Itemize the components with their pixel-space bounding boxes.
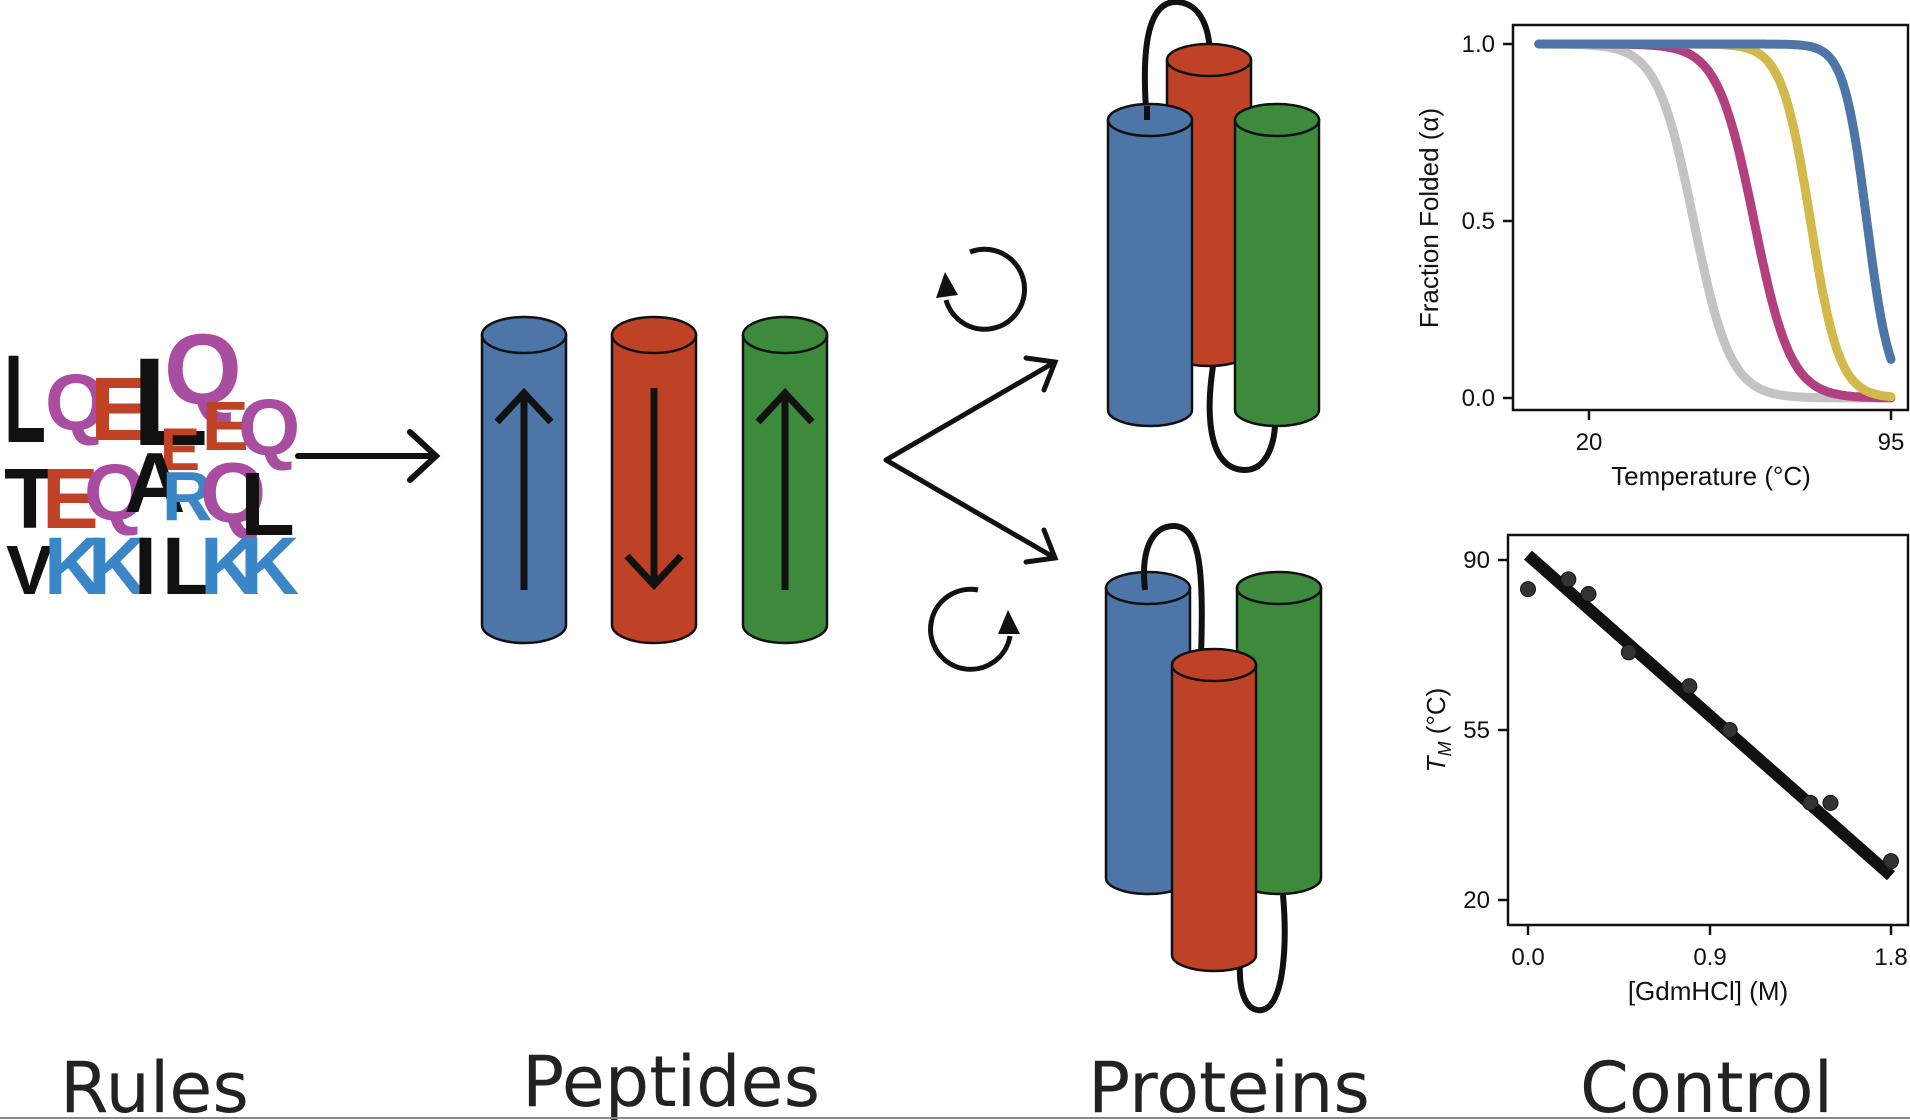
y-axis-title: Fraction Folded (α) <box>1414 108 1444 328</box>
data-point <box>1883 853 1899 870</box>
logo-letter: E <box>90 360 150 460</box>
branch-arrows <box>883 355 1059 565</box>
peptide-helix-green <box>741 315 829 645</box>
peptide-helix-red <box>610 315 698 645</box>
logo-letter: A <box>124 436 185 531</box>
series-curves <box>1534 39 1896 403</box>
logo-letter: Q <box>45 358 107 447</box>
logo-letter: K <box>240 521 299 612</box>
section-label-control: Control <box>1580 1047 1833 1120</box>
logo-letter: T <box>4 452 56 547</box>
x-axis: 0.0 0.9 1.8 <box>1511 925 1908 971</box>
down-arrow-icon <box>624 388 684 591</box>
data-point <box>1802 794 1819 811</box>
loop-connector <box>1141 523 1205 656</box>
scatter-marks <box>1520 550 1899 881</box>
logo-letter: E <box>202 387 249 465</box>
logo-letter: Q <box>238 383 300 472</box>
logo-letter: L <box>162 521 212 612</box>
logo-letter: L <box>132 333 208 472</box>
y-tick-label: 1.0 <box>1462 31 1495 58</box>
rotate-clockwise-icon <box>928 586 1020 672</box>
section-label-rules: Rules <box>60 1047 249 1120</box>
y-axis-title-main: T <box>1421 754 1451 772</box>
logo-letter: K <box>88 521 147 612</box>
logo-letter: Q <box>84 448 146 537</box>
series-line-4 <box>1534 39 1896 364</box>
rules-to-peptides-arrow <box>295 429 441 483</box>
logo-letter: Q <box>200 446 266 541</box>
protein-bundle-top <box>1106 0 1321 474</box>
x-tick-label: 95 <box>1878 429 1905 456</box>
x-tick-label: 0.9 <box>1693 944 1726 971</box>
data-point <box>1822 794 1839 811</box>
logo-letter: R <box>162 457 213 535</box>
data-point <box>1560 571 1577 588</box>
logo-letter: K <box>44 521 103 612</box>
data-point <box>1620 644 1637 661</box>
tm-vs-denaturant-chart: 90 55 20 0.0 0.9 1.8 [GdmHCl] (M) TM (°C… <box>1421 533 1910 1006</box>
up-arrow-icon <box>494 387 554 590</box>
section-label-proteins: Proteins <box>1088 1047 1370 1120</box>
y-axis-title-sub: M <box>1435 741 1455 756</box>
y-tick-label: 90 <box>1463 547 1490 574</box>
protein-bundle-bottom <box>1104 523 1323 1014</box>
melting-curve-chart: 1.0 0.5 0.0 20 95 Temperature (°C) Fract… <box>1414 23 1910 491</box>
logo-letter: K <box>200 521 259 612</box>
y-tick-label: 20 <box>1463 887 1490 914</box>
x-axis-title: Temperature (°C) <box>1611 461 1811 491</box>
fit-line <box>1524 550 1895 881</box>
section-label-peptides: Peptides <box>522 1041 820 1120</box>
logo-letter: E <box>160 416 200 483</box>
logo-letter: I <box>134 521 157 612</box>
plot-frame <box>1511 23 1910 412</box>
x-tick-label: 20 <box>1576 429 1603 456</box>
loop-connector <box>1206 365 1279 474</box>
y-axis: 90 55 20 <box>1463 547 1508 914</box>
logo-letter: L <box>240 455 295 555</box>
data-point <box>1721 722 1738 738</box>
y-axis-title-rest: (°C) <box>1421 688 1451 742</box>
x-axis: 20 95 <box>1576 410 1905 456</box>
loop-connector <box>1141 0 1213 123</box>
y-tick-label: 0.5 <box>1462 208 1495 235</box>
logo-letter: E <box>42 452 99 547</box>
sequence-logo: L Q E L Q E E Q T E Q A R Q L V K K I L … <box>4 314 300 612</box>
x-tick-label: 0.0 <box>1511 944 1544 971</box>
y-tick-label: 0.0 <box>1462 385 1495 412</box>
logo-letter: V <box>6 531 53 609</box>
series-line-3 <box>1534 39 1896 402</box>
x-axis-title: [GdmHCl] (M) <box>1628 976 1788 1006</box>
data-point <box>1681 678 1698 695</box>
y-tick-label: 55 <box>1463 717 1490 744</box>
data-point <box>1580 586 1597 602</box>
up-arrow-icon <box>755 387 815 590</box>
loop-connector <box>1236 894 1288 1014</box>
peptide-helix-blue <box>480 315 568 645</box>
rotate-counterclockwise-icon <box>936 246 1028 332</box>
x-tick-label: 1.8 <box>1874 944 1907 971</box>
data-point <box>1520 581 1536 598</box>
logo-letter: L <box>4 330 46 469</box>
y-axis: 1.0 0.5 0.0 <box>1462 31 1513 412</box>
y-axis-title: TM (°C) <box>1421 688 1455 773</box>
logo-letter: Q <box>164 314 242 426</box>
